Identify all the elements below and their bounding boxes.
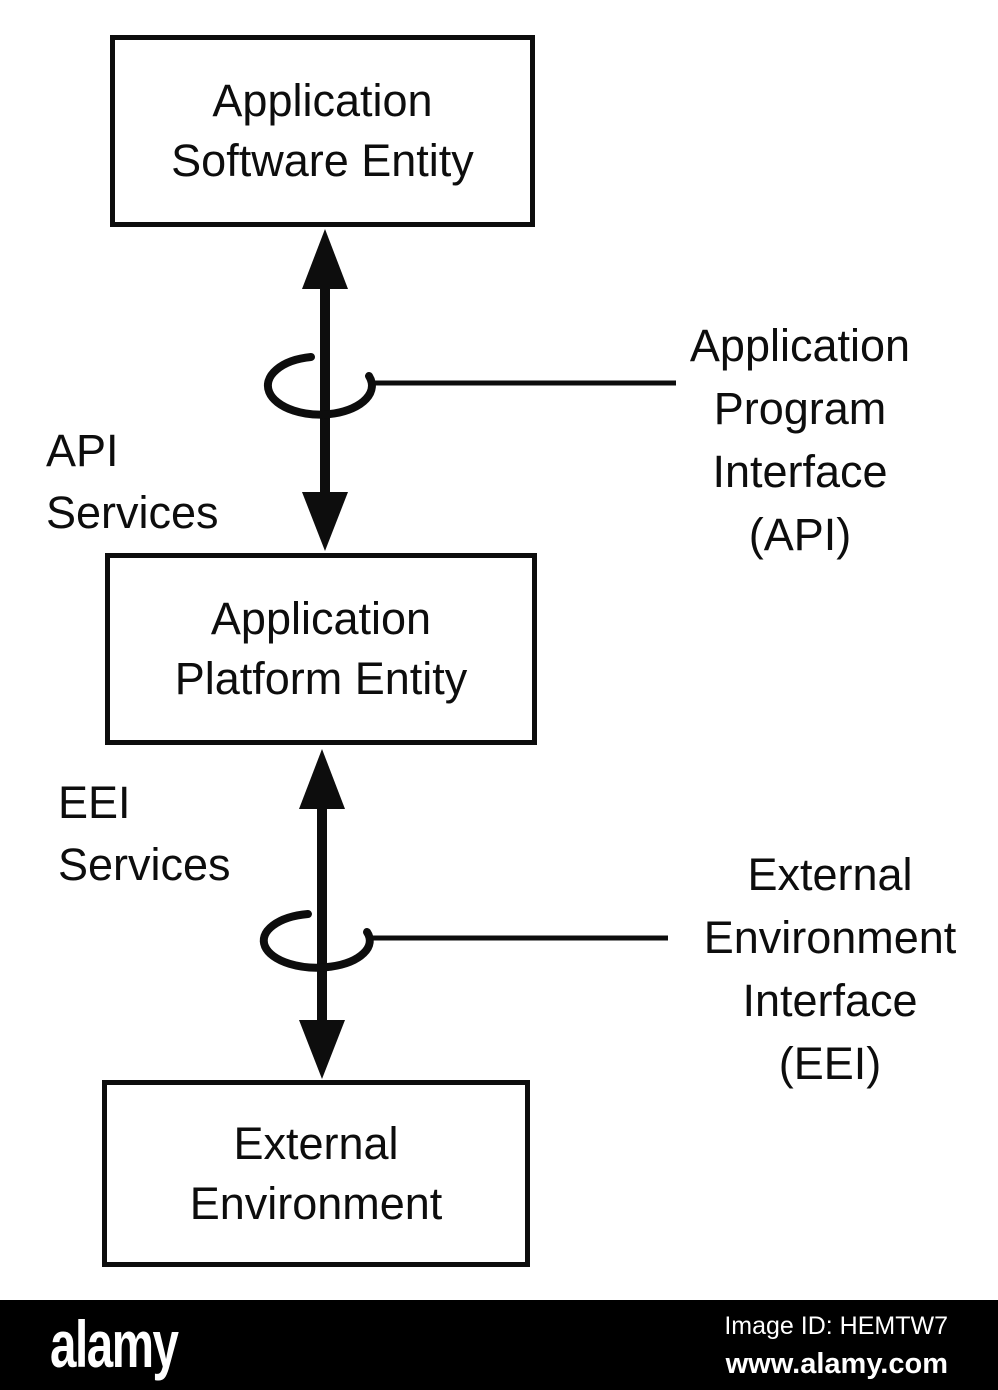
eei-bidirectional-arrow-icon <box>299 749 345 1079</box>
label-line: Interface <box>742 975 918 1026</box>
label-line: (API) <box>748 509 852 560</box>
api-interface-ellipse-icon <box>263 353 376 419</box>
api-bidirectional-arrow-icon <box>302 229 348 551</box>
box-application-software-entity: Application Software Entity <box>110 35 535 227</box>
alamy-logo: alamy <box>50 1307 179 1381</box>
box-application-platform-entity: Application Platform Entity <box>105 553 537 745</box>
alamy-url-text: www.alamy.com <box>725 1348 948 1380</box>
box-label-line: Environment <box>189 1177 443 1229</box>
label-line: Application <box>689 320 911 371</box>
box-label-line: Application <box>212 75 433 126</box>
label-application-program-interface: Application Program Interface (API) <box>620 314 980 566</box>
label-line: API <box>46 425 119 476</box>
watermark-meta: Image ID: HEMTW7 www.alamy.com <box>724 1312 948 1381</box>
box-label-line: Platform Entity <box>174 653 468 704</box>
box-label-line: Software Entity <box>171 135 474 186</box>
label-line: Services <box>58 839 231 890</box>
label-line: Program <box>713 383 887 434</box>
image-id-text: Image ID: HEMTW7 <box>724 1312 948 1340</box>
label-external-environment-interface: External Environment Interface (EEI) <box>650 843 998 1095</box>
label-api-services: API Services <box>46 420 219 544</box>
label-line: External <box>747 849 913 900</box>
label-line: Interface <box>712 446 888 497</box>
label-line: Environment <box>703 912 957 963</box>
label-eei-services: EEI Services <box>58 772 231 896</box>
box-label-line: External <box>233 1117 399 1169</box>
label-line: (EEI) <box>778 1038 882 1089</box>
box-label-line: Application <box>210 593 432 644</box>
label-line: EEI <box>58 777 131 828</box>
label-line: Services <box>46 487 219 538</box>
box-external-environment: External Environment <box>102 1080 530 1267</box>
watermark-bar: alamy Image ID: HEMTW7 www.alamy.com <box>0 1300 998 1390</box>
eei-interface-ellipse-icon <box>259 910 374 972</box>
